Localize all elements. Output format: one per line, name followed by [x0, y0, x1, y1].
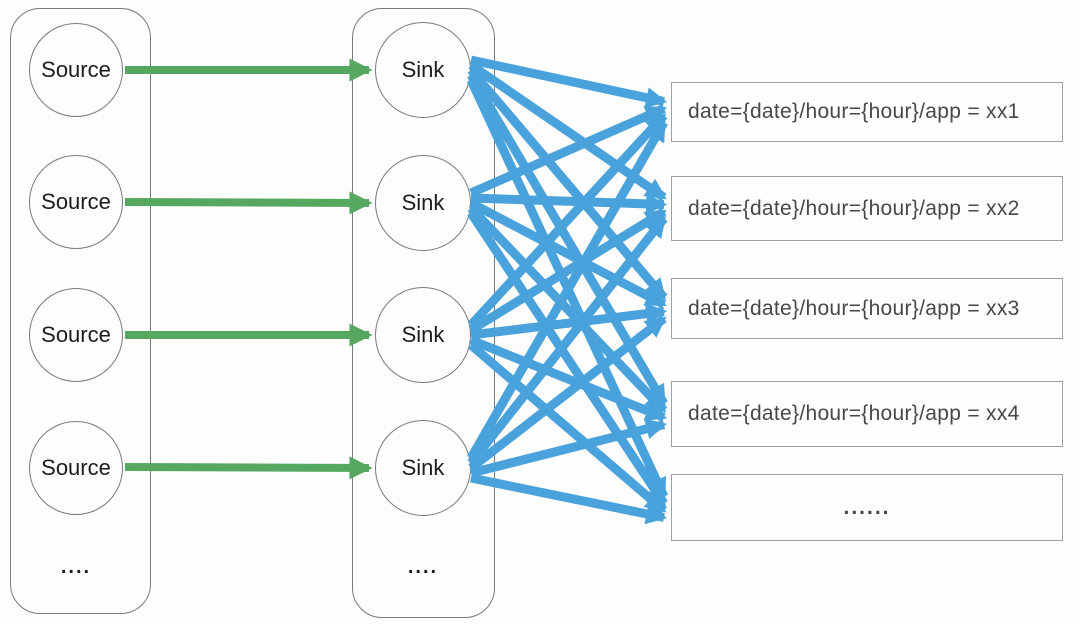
sink-to-partition-arrows — [466, 55, 669, 525]
source-node: Source — [29, 23, 123, 117]
partition-label: date={date}/hour={hour}/app = xx4 — [688, 402, 1020, 425]
source-node: Source — [29, 155, 123, 249]
partition-box: date={date}/hour={hour}/app = xx3 — [671, 278, 1063, 339]
source-group-ellipsis: .... — [60, 556, 92, 578]
source-node: Source — [29, 288, 123, 382]
sink-group-ellipsis: .... — [407, 556, 439, 578]
partition-box: date={date}/hour={hour}/app = xx1 — [671, 82, 1063, 142]
source-node: Source — [29, 421, 123, 515]
partition-box-ellipsis: ...... — [671, 474, 1063, 541]
sink-node-label: Sink — [401, 190, 445, 215]
partition-label: date={date}/hour={hour}/app = xx3 — [688, 296, 1020, 320]
sink-node-label: Sink — [401, 322, 445, 347]
source-node-label: Source — [41, 57, 111, 82]
sink-node-label: Sink — [401, 57, 445, 82]
partition-box: date={date}/hour={hour}/app = xx2 — [671, 176, 1063, 241]
sink-node: Sink — [375, 287, 471, 383]
sink-node: Sink — [375, 155, 471, 251]
source-node-label: Source — [41, 455, 111, 480]
sink-node: Sink — [375, 420, 471, 516]
sink-node: Sink — [375, 22, 471, 118]
source-node-label: Source — [41, 322, 111, 347]
partition-box: date={date}/hour={hour}/app = xx4 — [671, 381, 1063, 447]
partition-label: date={date}/hour={hour}/app = xx1 — [688, 100, 1020, 123]
partition-label: ...... — [843, 495, 891, 519]
partition-label: date={date}/hour={hour}/app = xx2 — [688, 196, 1020, 220]
source-node-label: Source — [41, 189, 111, 214]
source-to-sink-arrows — [124, 58, 373, 480]
source-group-container — [10, 8, 151, 614]
sink-node-label: Sink — [401, 455, 445, 480]
